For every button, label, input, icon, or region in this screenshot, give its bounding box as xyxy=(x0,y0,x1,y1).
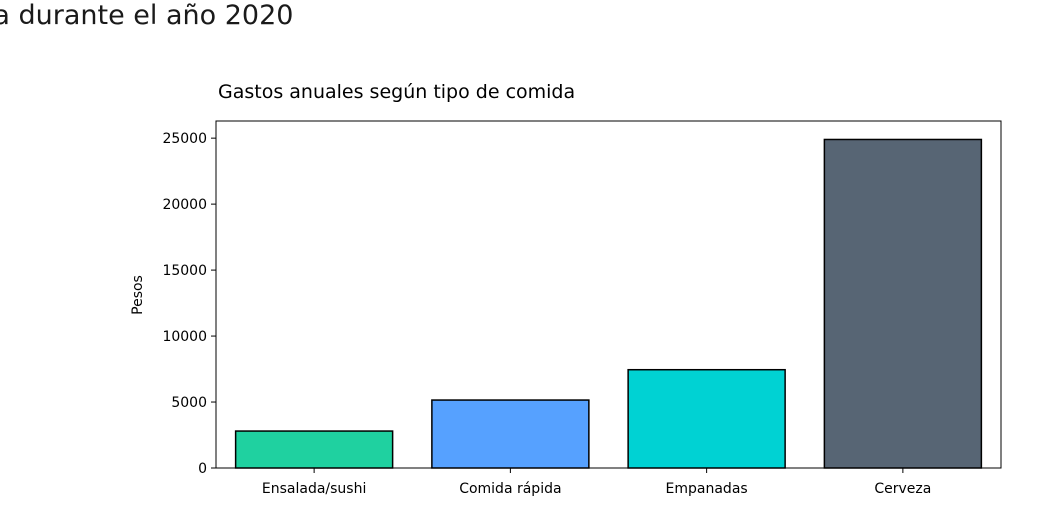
x-tick-label-1: Comida rápida xyxy=(459,481,561,497)
page-heading: osYa durante el año 2020 xyxy=(0,0,294,31)
x-tick-label-2: Empanadas xyxy=(666,481,748,497)
x-tick-label-3: Cerveza xyxy=(874,481,931,497)
bar-2 xyxy=(627,368,786,469)
x-tick-label-0: Ensalada/sushi xyxy=(262,481,366,497)
y-tick-label-1: 5000 xyxy=(171,395,207,411)
y-tick-label-5: 25000 xyxy=(162,131,207,147)
bar-1 xyxy=(431,399,590,469)
y-tick-label-0: 0 xyxy=(198,461,207,477)
y-axis-label: Pesos xyxy=(130,275,146,315)
chart-title: Gastos anuales según tipo de comida xyxy=(218,81,575,103)
y-tick-label-4: 20000 xyxy=(162,197,207,213)
y-tick-label-3: 15000 xyxy=(162,263,207,279)
bar-0 xyxy=(234,430,394,469)
plot-frame xyxy=(215,120,1002,469)
bar-3 xyxy=(823,138,983,469)
y-tick-label-2: 10000 xyxy=(162,329,207,345)
